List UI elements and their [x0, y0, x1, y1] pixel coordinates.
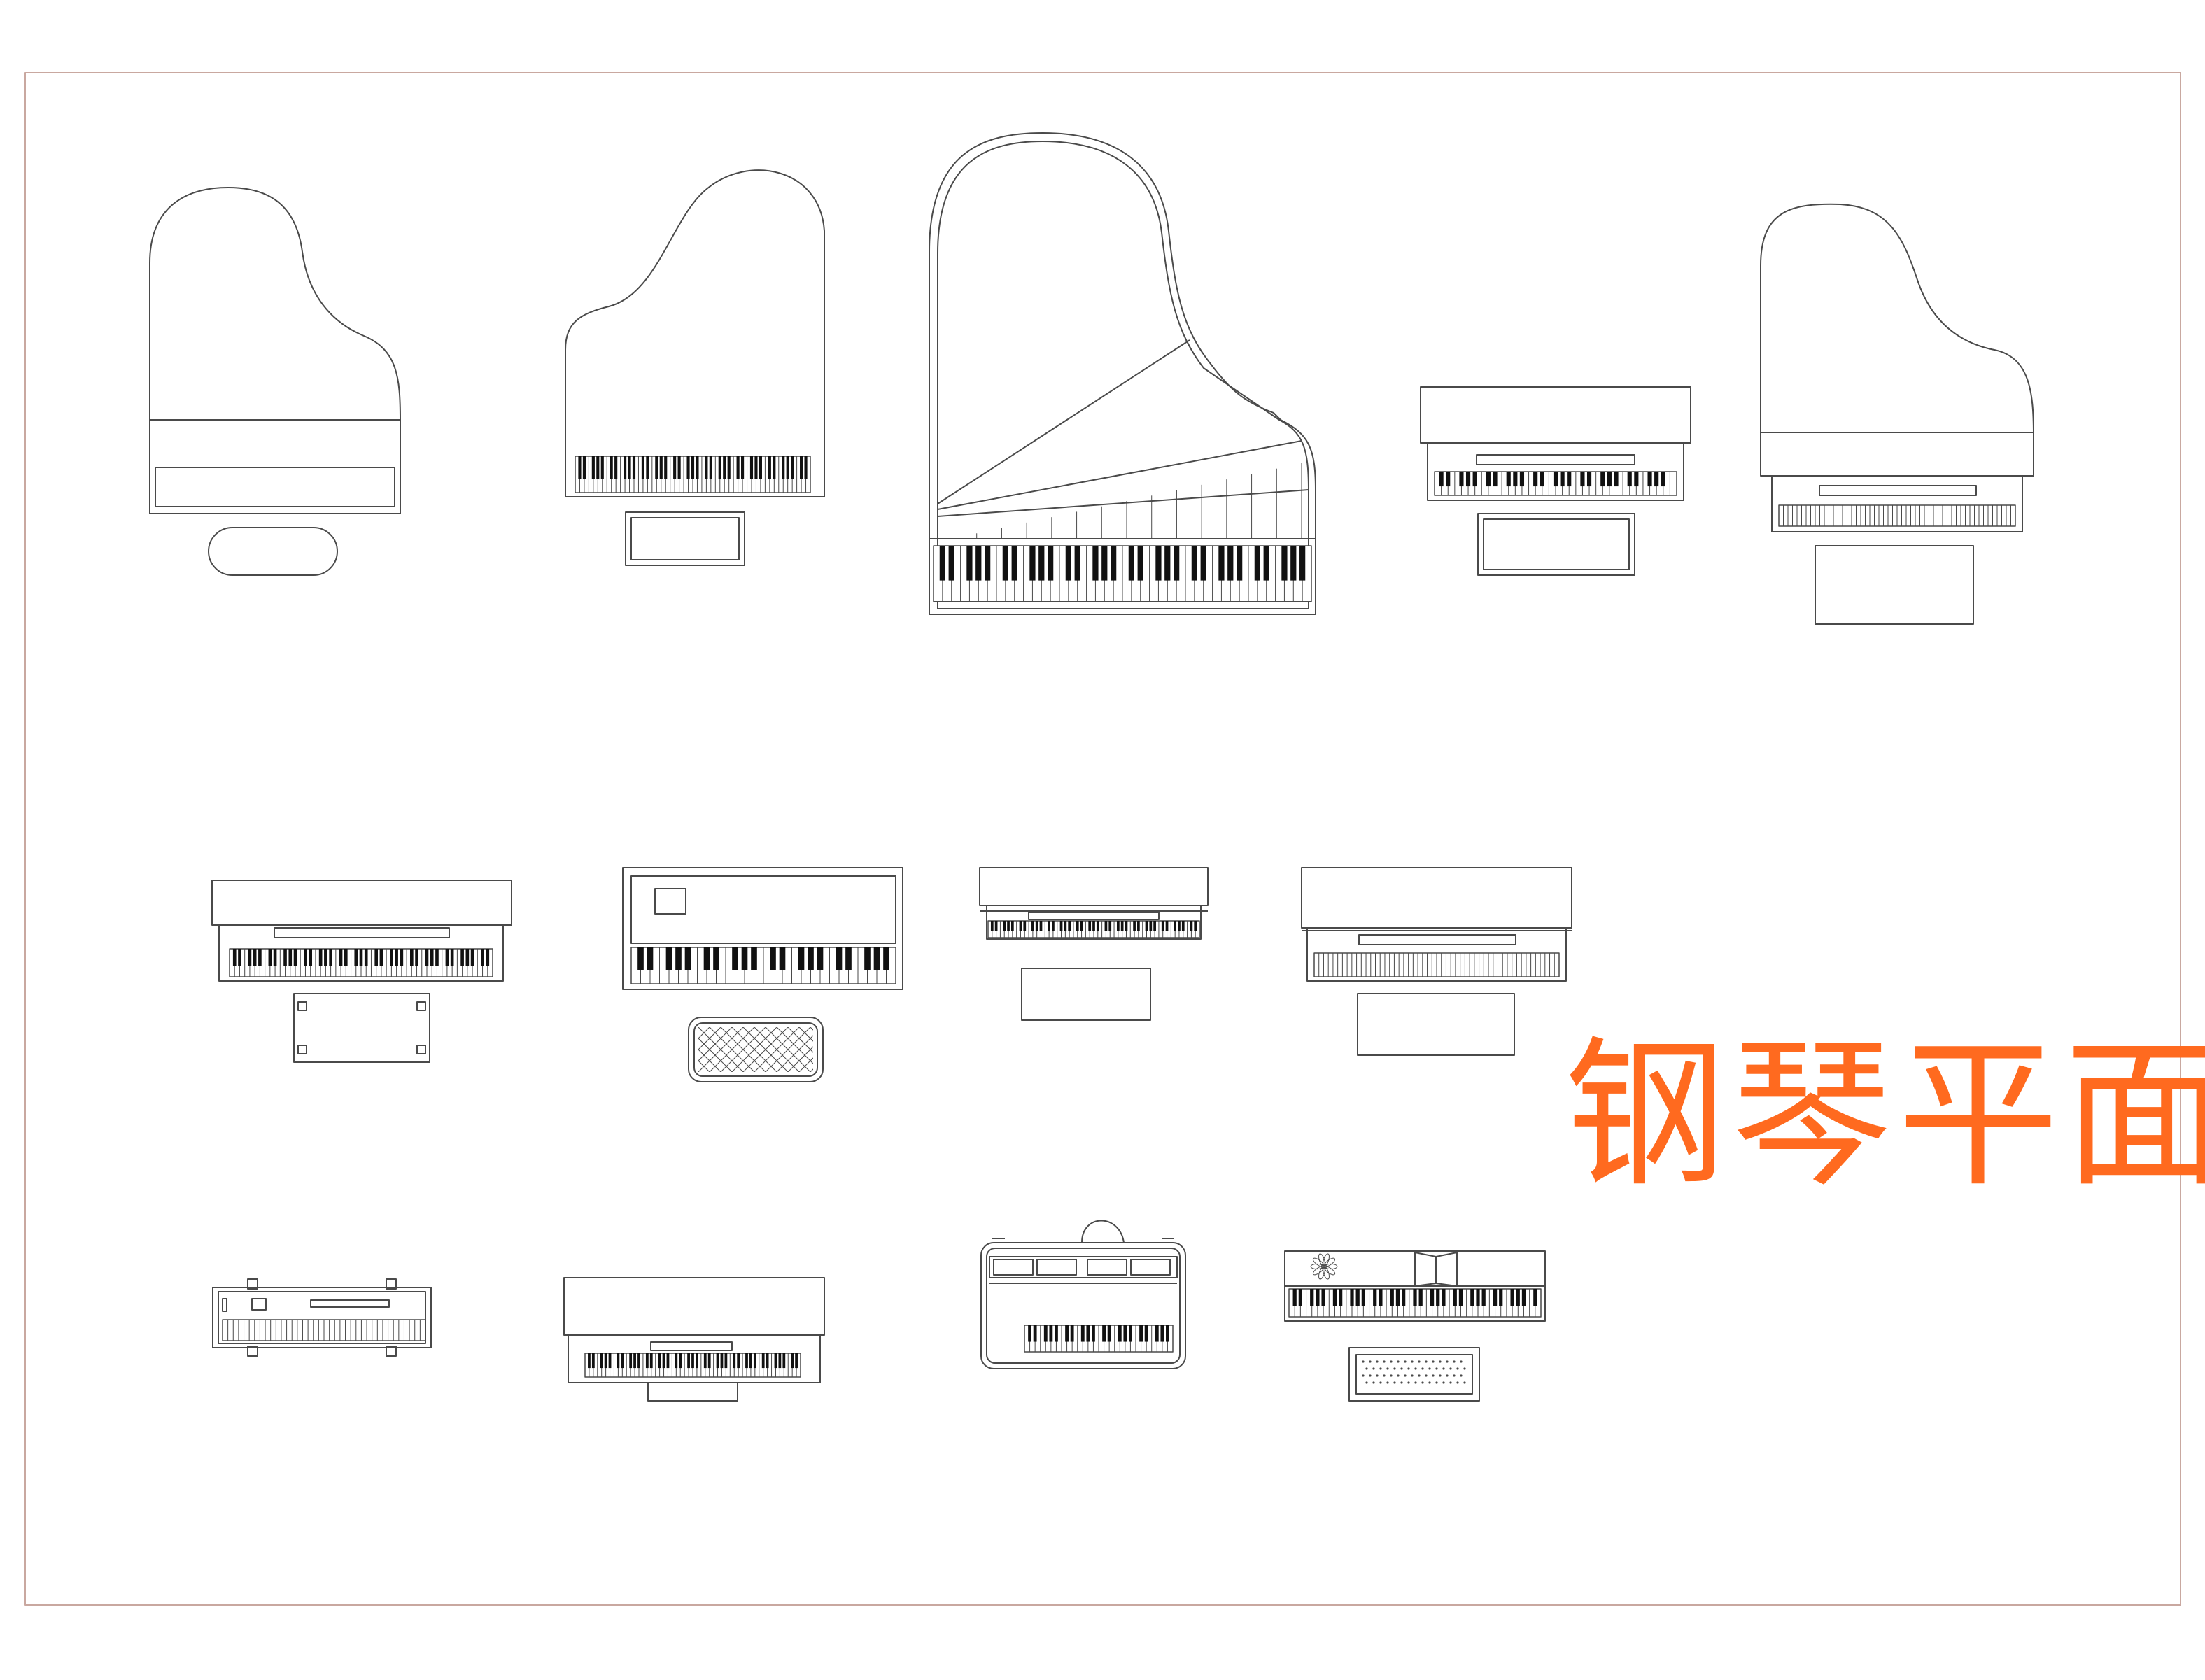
- digital-piano-2: [563, 1277, 825, 1402]
- stage-keyboard: [212, 1278, 432, 1357]
- drawing-title: 钢琴平面: [1565, 1022, 2205, 1209]
- keyboard-with-bench: [1284, 1250, 1546, 1402]
- grand-piano-4: [1760, 203, 2034, 625]
- keyboard-1: [622, 867, 903, 1082]
- upright-piano-1: [1420, 386, 1691, 576]
- electric-organ: [980, 1220, 1186, 1369]
- upright-piano-3: [1301, 867, 1572, 1056]
- drawing-frame: [24, 72, 2181, 1606]
- grand-piano-2: [565, 169, 825, 566]
- grand-piano-1: [149, 187, 401, 576]
- upright-piano-2: [979, 867, 1209, 1021]
- grand-piano-3: [929, 132, 1316, 615]
- digital-piano-1: [211, 880, 512, 1063]
